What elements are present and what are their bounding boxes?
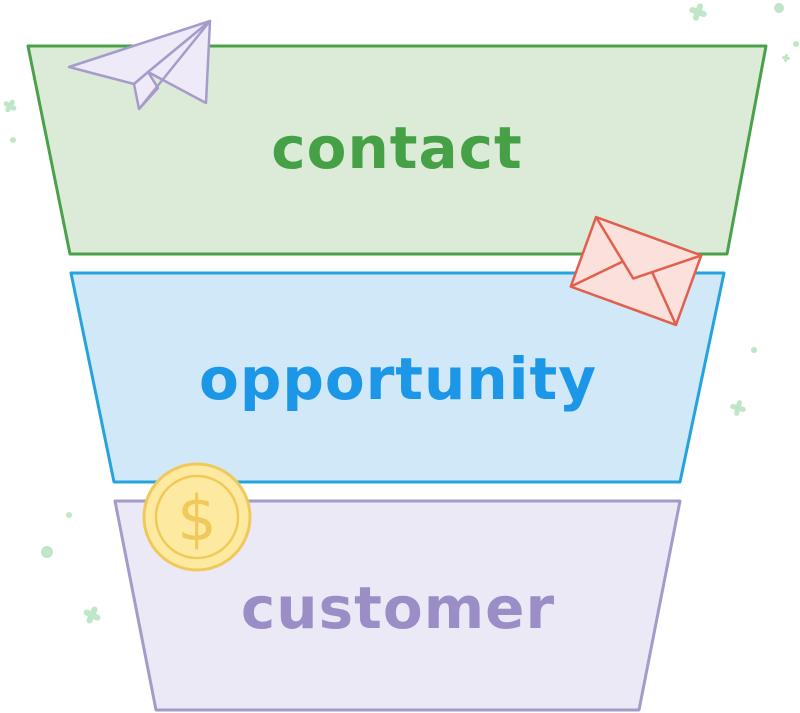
- dollar-sign: $: [177, 482, 216, 555]
- sparkle-dot: [793, 41, 799, 47]
- paper-plane-icon: [67, 19, 212, 111]
- funnel-stage-contact: [26, 44, 768, 256]
- envelope-icon: [569, 215, 703, 327]
- sparkle-dot: [774, 3, 784, 13]
- sparkle-dot: [751, 347, 757, 353]
- sparkle-icon: [782, 54, 790, 62]
- sparkle-dot: [41, 546, 53, 558]
- funnel-stage-opportunity: [69, 271, 726, 484]
- stage-label-opportunity: opportunity: [199, 345, 597, 413]
- sparkle-dot: [10, 137, 16, 143]
- sparkle-dot: [66, 512, 72, 518]
- stage-label-contact: contact: [271, 114, 523, 182]
- sparkle-icon: [730, 400, 746, 416]
- funnel-stage-customer: [113, 499, 682, 712]
- stage-label-customer: customer: [241, 574, 555, 642]
- dollar-coin-icon: $: [142, 462, 252, 572]
- sparkle-icon: [3, 99, 17, 113]
- sparkle-decorations: [3, 3, 799, 624]
- sparkle-icon: [83, 606, 101, 624]
- sparkle-icon: [689, 3, 707, 21]
